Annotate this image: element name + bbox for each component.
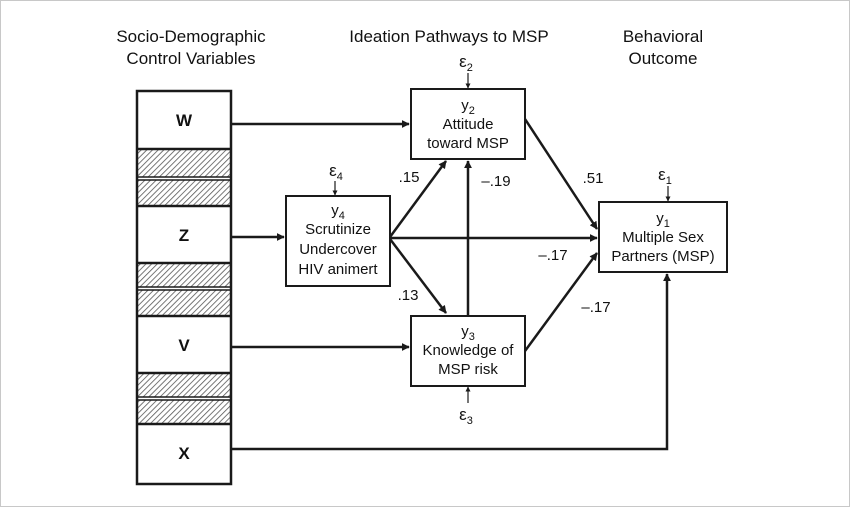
control-variable-x: X (178, 444, 190, 463)
node-y3-id: y3 (461, 323, 475, 343)
node-y1: y1 Multiple Sex Partners (MSP) (598, 201, 728, 273)
control-variables-column: W Z V X (135, 89, 233, 486)
path-y4-to-y3 (389, 238, 447, 314)
node-y4-line3: HIV animert (298, 261, 378, 278)
hatch-band (136, 148, 232, 178)
node-y4: y4 Scrutinize Undercover HIV animert (285, 195, 391, 287)
header-left-line2: Control Variables (126, 49, 255, 68)
node-y3: y3 Knowledge of MSP risk (410, 315, 526, 387)
paths (231, 118, 671, 451)
path-y3-to-y1 (523, 252, 599, 352)
node-y2-line1: Attitude (443, 116, 494, 133)
node-y2-line2: toward MSP (427, 135, 509, 152)
node-y2-id: y2 (461, 97, 475, 117)
header-middle: Ideation Pathways to MSP (349, 27, 548, 46)
node-y4-id: y4 (331, 202, 345, 222)
node-y1-line1: Multiple Sex (622, 229, 704, 246)
hatch-band (136, 372, 232, 398)
coef-y2-y1: .51 (583, 170, 604, 187)
coef-y4-y1: –.17 (538, 247, 567, 264)
header-right-line2: Outcome (629, 49, 698, 68)
hatch-band (136, 399, 232, 425)
node-y4-line2: Undercover (299, 241, 377, 258)
header-left-line1: Socio-Demographic (116, 27, 266, 46)
node-y3-line2: MSP risk (438, 361, 498, 378)
node-y3-line1: Knowledge of (423, 342, 515, 359)
node-y2: y2 Attitude toward MSP (410, 88, 526, 160)
hatch-band (136, 262, 232, 288)
node-y1-id: y1 (656, 210, 670, 230)
hatch-band (136, 179, 232, 207)
error-term-e4: ε4 (329, 161, 343, 183)
header-right-line1: Behavioral (623, 27, 703, 46)
coef-y4-y3: .13 (398, 287, 419, 304)
error-term-e1: ε1 (658, 165, 672, 187)
path-x-to-y1 (231, 273, 671, 451)
path-y4-to-y2 (388, 160, 448, 238)
control-variable-v: V (178, 336, 190, 355)
hatch-band (136, 289, 232, 317)
coef-y3-y2: –.19 (481, 173, 510, 190)
path-y2-to-y1 (523, 118, 599, 230)
control-variable-z: Z (179, 226, 189, 245)
error-term-e2: ε2 (459, 52, 473, 74)
node-y4-line1: Scrutinize (305, 221, 371, 238)
control-variables-outline (135, 89, 233, 486)
coef-y3-y1: –.17 (581, 299, 610, 316)
error-term-e3: ε3 (459, 405, 473, 427)
coef-y4-y2: .15 (399, 169, 420, 186)
node-y1-line2: Partners (MSP) (611, 248, 714, 265)
control-variable-w: W (176, 111, 193, 130)
